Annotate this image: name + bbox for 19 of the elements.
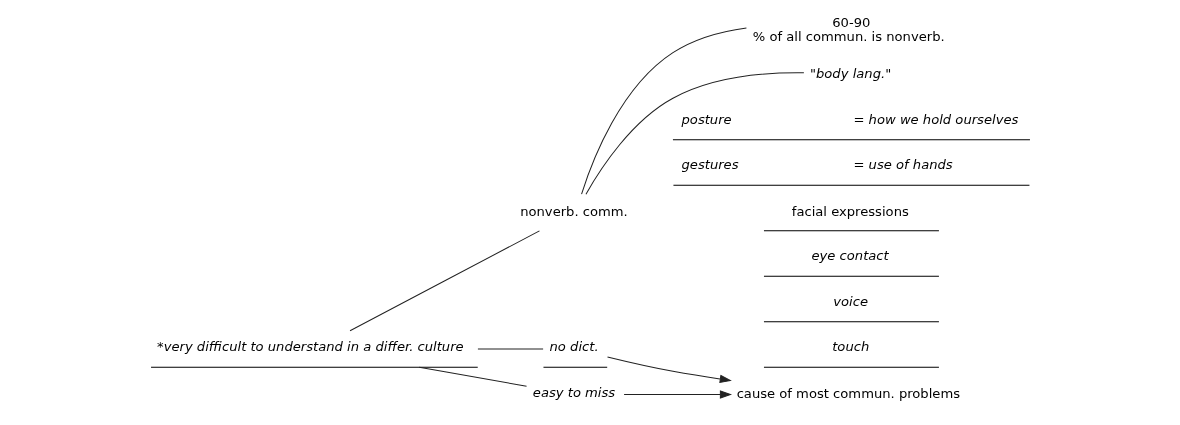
arrow xyxy=(606,356,732,384)
connector xyxy=(584,72,804,195)
node-text: voice xyxy=(832,293,868,309)
node-text: easy to miss xyxy=(532,384,615,400)
node-text: posture = how we hold ourselves xyxy=(681,111,1018,127)
node-text: "body lang." xyxy=(809,66,891,82)
node-text: facial expressions xyxy=(791,203,909,219)
node-text: 60-90 % of all commun. is nonverb. xyxy=(752,14,945,44)
node-text: *very difficult to understand in a differ. culture xyxy=(156,339,464,355)
connector xyxy=(418,366,527,387)
node-text: eye contact xyxy=(810,248,889,264)
node-text: touch xyxy=(831,339,869,355)
node-text: cause of most commun. problems xyxy=(736,385,960,401)
connector xyxy=(349,230,540,332)
connector xyxy=(580,27,747,195)
node-text: no dict. xyxy=(549,339,599,355)
node-text: nonverb. comm. xyxy=(519,203,628,219)
node-text: gestures = use of hands xyxy=(681,157,953,173)
arrow xyxy=(623,390,732,399)
